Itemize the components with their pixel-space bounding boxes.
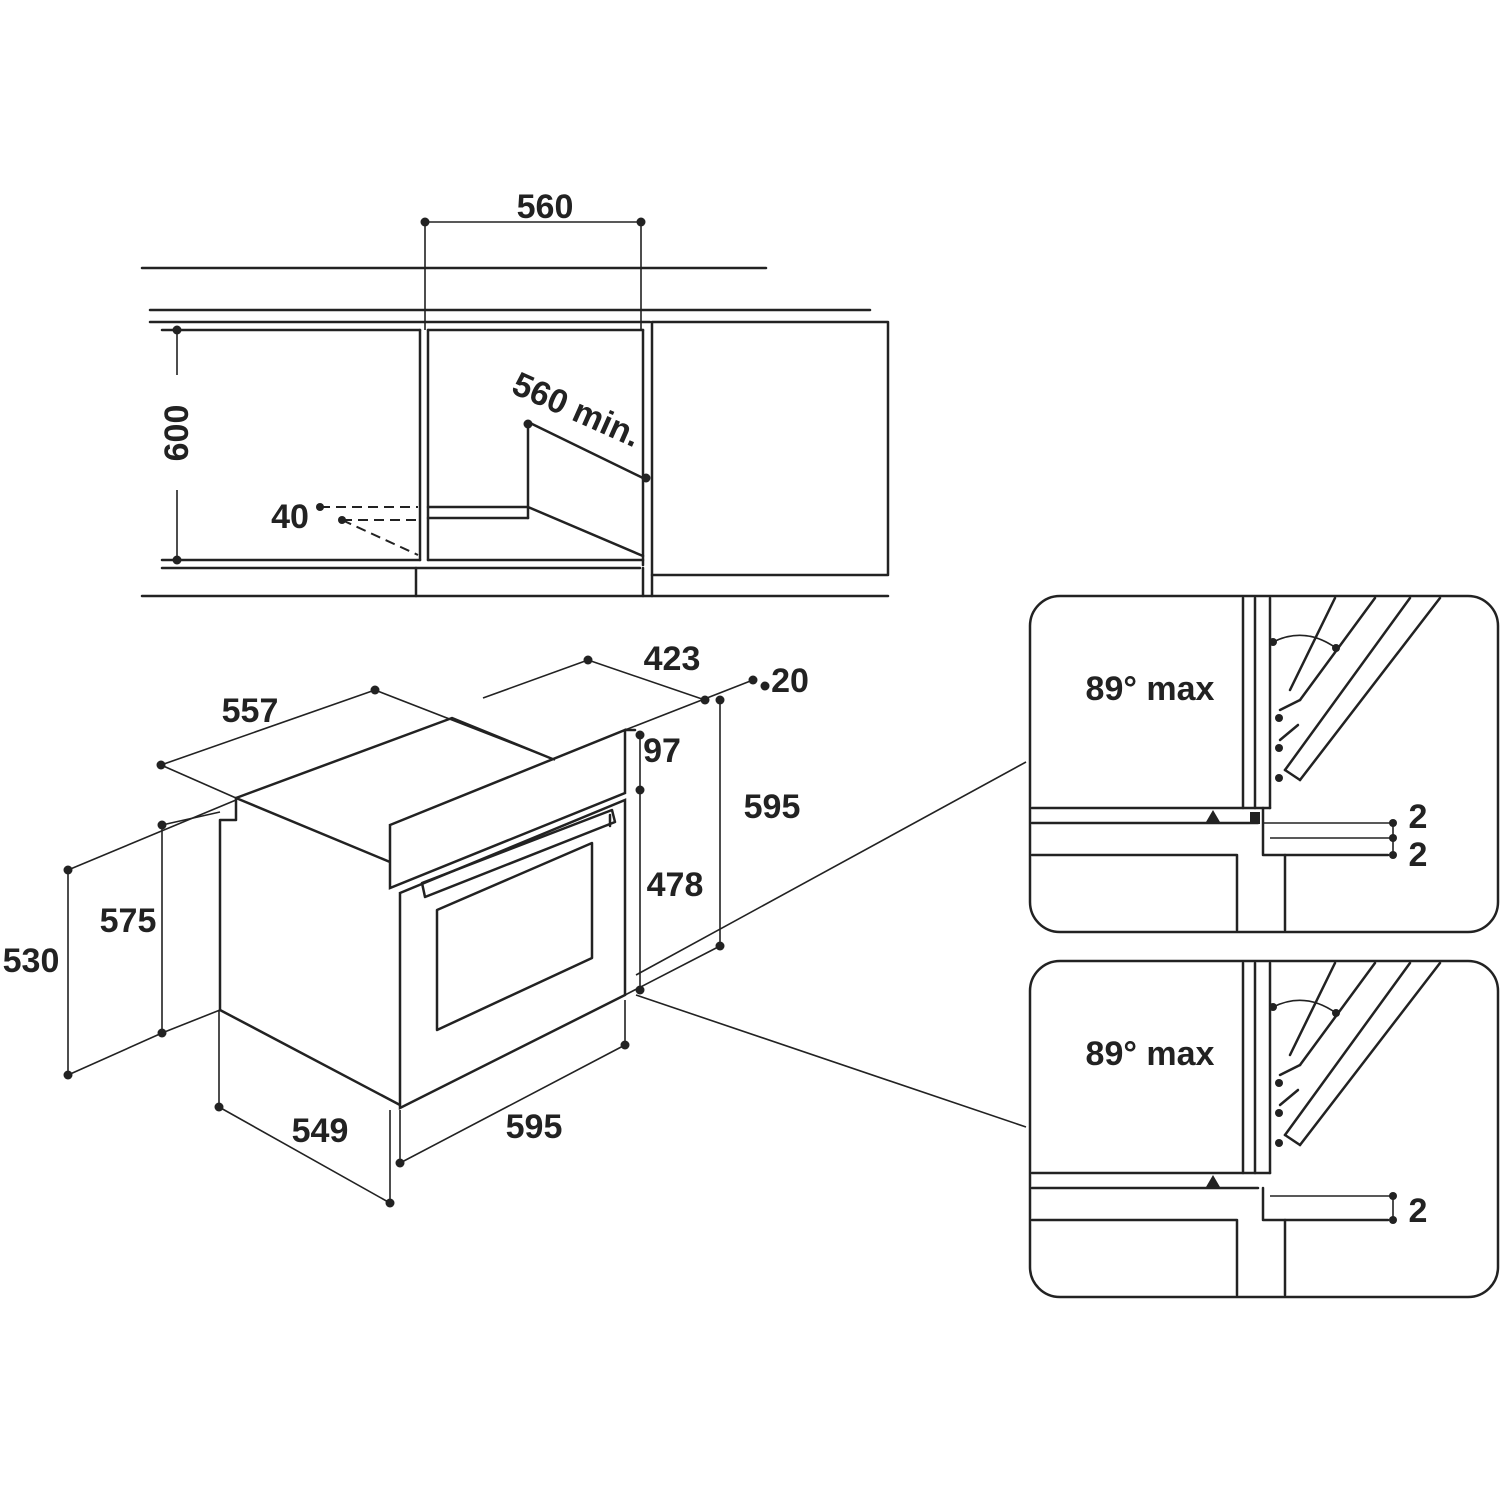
gap-label: 20 (771, 662, 809, 700)
detail-1-angle-label: 89° max (1086, 670, 1215, 708)
top-depth-label: 557 (222, 692, 279, 730)
cabinet-width-dimension (420, 217, 646, 330)
detail-panel-2 (1028, 959, 1500, 1299)
panel-height-label: 97 (643, 732, 681, 770)
cabinet-height-label: 600 (158, 405, 196, 462)
overall-height-label: 595 (744, 788, 801, 826)
cabinet-height-dimension (172, 325, 182, 565)
base-depth-label: 549 (292, 1112, 349, 1150)
vent-dimension (316, 503, 419, 556)
rear-depth-label: 423 (644, 640, 701, 678)
back-height-label: 530 (3, 942, 60, 980)
cabinet-drawing (140, 266, 890, 598)
detail-2-gap-label: 2 (1409, 1192, 1428, 1230)
cabinet-width-label: 560 (517, 188, 574, 226)
detail-1-gap-label-2: 2 (1409, 836, 1428, 874)
door-height-label: 478 (647, 866, 704, 904)
detail-panel-1 (1028, 594, 1500, 934)
oven-drawing (218, 716, 637, 1111)
oven-dimensions (63, 655, 1027, 1208)
vent-label: 40 (271, 498, 309, 536)
detail-1-gap-label-1: 2 (1409, 798, 1428, 836)
side-height-label: 575 (100, 902, 157, 940)
front-width-label: 595 (506, 1108, 563, 1146)
detail-2-angle-label: 89° max (1086, 1035, 1215, 1073)
